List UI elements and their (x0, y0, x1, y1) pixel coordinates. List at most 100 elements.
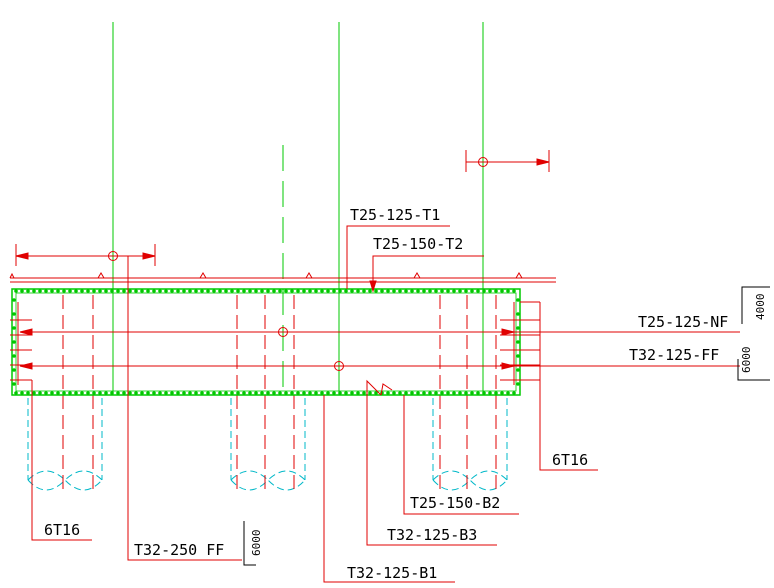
tag-6000-bottom: 6000 (250, 530, 263, 557)
rebar-dot (398, 391, 402, 395)
label-t32-125-b1: T32-125-B1 (347, 564, 437, 582)
rebar-dot (516, 354, 520, 358)
label-6t16-right: 6T16 (552, 451, 588, 469)
rebar-dot (122, 391, 126, 395)
rebar-dot (500, 391, 504, 395)
rebar-dot (428, 391, 432, 395)
rebar-dot (140, 391, 144, 395)
pile-group-right (432, 398, 508, 491)
rebar-dot (314, 289, 318, 293)
rebar-dot (302, 391, 306, 395)
rebar-dot (20, 289, 24, 293)
rebar-dot (278, 391, 282, 395)
rebar-dot (404, 289, 408, 293)
rebar-dot (516, 382, 520, 386)
rebar-dot (470, 289, 474, 293)
label-6t16-left: 6T16 (44, 521, 80, 539)
rebar-dot (482, 391, 486, 395)
rebar-dot (68, 391, 72, 395)
rebar-dot (242, 289, 246, 293)
rebar-dot (230, 289, 234, 293)
column-grid-lines (112, 22, 484, 395)
rebar-dot (74, 289, 78, 293)
rebar-dot (50, 289, 54, 293)
top-dimension-left (15, 244, 156, 266)
rebar-dot (164, 289, 168, 293)
rebar-dot (230, 391, 234, 395)
rebar-dot (152, 391, 156, 395)
rebar-dot (26, 289, 30, 293)
label-t25-150-t2: T25-150-T2 (373, 235, 463, 253)
rebar-dot (242, 391, 246, 395)
rebar-dot (266, 391, 270, 395)
rebar-dot (122, 289, 126, 293)
rebar-dot (260, 289, 264, 293)
rebar-dot (32, 391, 36, 395)
rebar-dot (134, 289, 138, 293)
rebar-dot (320, 391, 324, 395)
rebar-dot (272, 289, 276, 293)
rebar-dot (362, 391, 366, 395)
rebar-dot (266, 289, 270, 293)
rebar-dot (206, 289, 210, 293)
rebar-dot (290, 289, 294, 293)
rebar-dot (350, 391, 354, 395)
rebar-dot (320, 289, 324, 293)
rebar-dot (410, 289, 414, 293)
rebar-dot (236, 391, 240, 395)
rebar-dot (146, 289, 150, 293)
beam-outline (11, 288, 521, 396)
label-t25-125-nf: T25-125-NF (638, 313, 728, 331)
rebar-dot (350, 289, 354, 293)
rebar-dot (194, 289, 198, 293)
rebar-dot (296, 391, 300, 395)
rebar-dot (380, 289, 384, 293)
rebar-dot (326, 289, 330, 293)
rebar-dot (92, 289, 96, 293)
rebar-dot (302, 289, 306, 293)
rebar-dot (188, 289, 192, 293)
rebar-dot (434, 289, 438, 293)
rebar-dot (14, 391, 18, 395)
rebar-dot (12, 312, 16, 316)
rebar-dot (56, 289, 60, 293)
tag-6000-right: 6000 (740, 347, 753, 374)
rebar-dot (494, 289, 498, 293)
rebar-dot (182, 391, 186, 395)
rebar-dot (104, 391, 108, 395)
rebar-dot (516, 312, 520, 316)
rebar-dot (506, 391, 510, 395)
rebar-dot (110, 289, 114, 293)
rebar-dot (326, 391, 330, 395)
rebar-dot (158, 391, 162, 395)
rebar-dot (74, 391, 78, 395)
rebar-dot (464, 391, 468, 395)
rebar-dot (218, 289, 222, 293)
rebar-dot (152, 289, 156, 293)
rebar-dot (176, 391, 180, 395)
rebar-dot (512, 391, 516, 395)
rebar-dot (146, 391, 150, 395)
rebar-dot (92, 391, 96, 395)
rebar-dot (452, 391, 456, 395)
rebar-dot (116, 391, 120, 395)
rebar-dot (516, 298, 520, 302)
rebar-dot (428, 289, 432, 293)
rebar-dot (344, 289, 348, 293)
rebar-dot (12, 326, 16, 330)
rebar-dot (176, 289, 180, 293)
rebar-dot (188, 391, 192, 395)
rebar-dot (308, 289, 312, 293)
rebar-dot (86, 391, 90, 395)
tag-4000: 4000 (754, 294, 767, 321)
rebar-dot (516, 340, 520, 344)
rebar-dot (500, 289, 504, 293)
rebar-dot (368, 391, 372, 395)
rebar-dot (62, 391, 66, 395)
pile-group-middle (230, 398, 306, 491)
label-t25-150-b2: T25-150-B2 (410, 494, 500, 512)
rebar-dot (476, 391, 480, 395)
rebar-dot (248, 289, 252, 293)
rebar-dot (98, 391, 102, 395)
